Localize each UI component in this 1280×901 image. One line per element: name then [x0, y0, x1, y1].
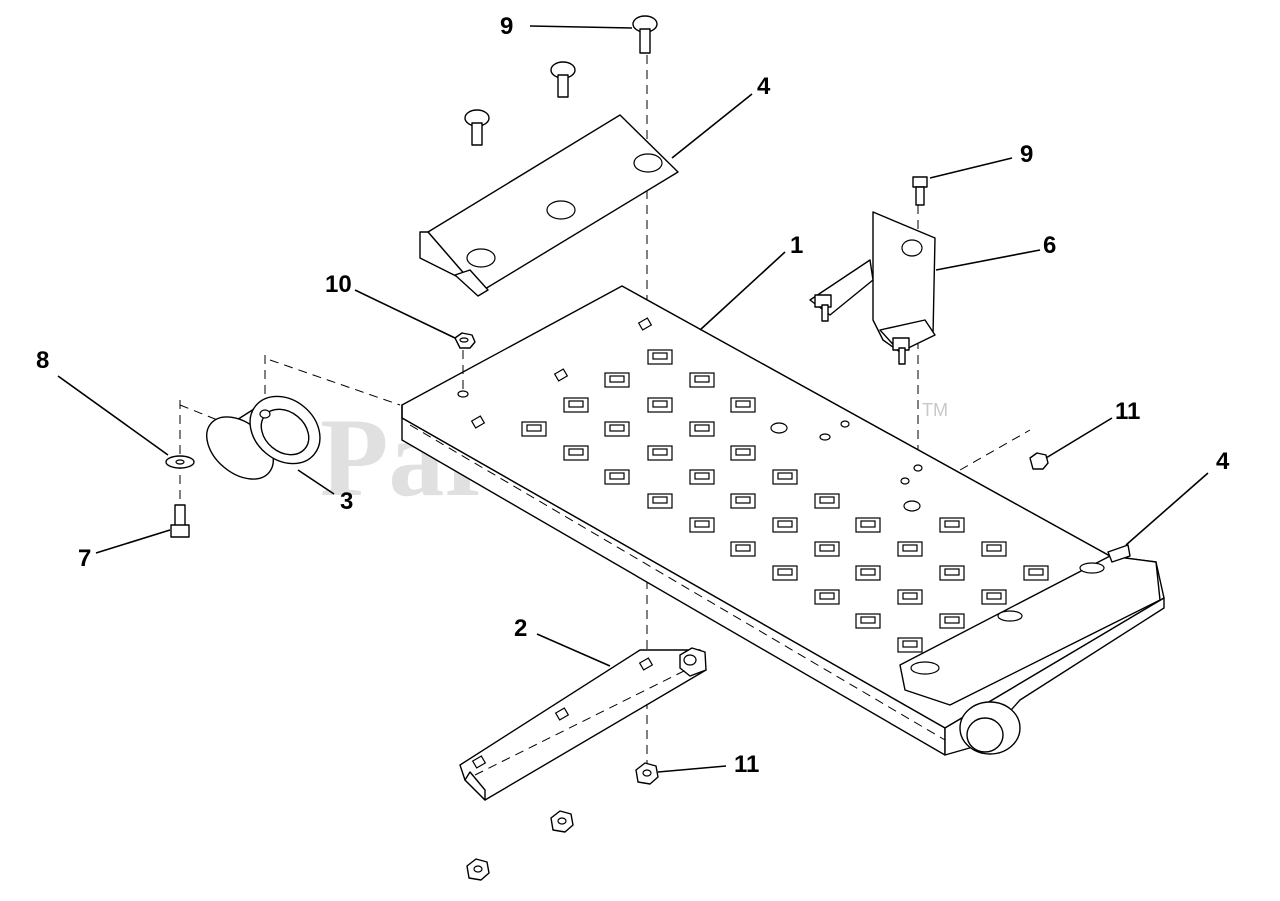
spacer-3 [206, 395, 321, 480]
carriage-bolt [550, 61, 576, 98]
callout-6: 6 [1043, 232, 1056, 259]
bolt-7 [170, 504, 190, 538]
locknut-10 [454, 332, 476, 349]
callout-2: 2 [514, 615, 527, 642]
nut [466, 858, 490, 881]
callout-1: 1 [790, 232, 803, 259]
carriage-bolt-9 [632, 15, 658, 54]
hex-bolt-9 [912, 176, 928, 206]
callout-4-top: 4 [757, 73, 771, 100]
callout-9-top: 9 [500, 13, 513, 40]
nut-11-right [1029, 452, 1049, 470]
callout-7: 7 [78, 545, 91, 572]
grip-pattern [521, 349, 1049, 653]
watermark-trademark: TM [922, 400, 948, 420]
axle-centerline [179, 359, 1031, 471]
deck-plate [401, 285, 1165, 756]
callout-11-right: 11 [1115, 398, 1140, 425]
callout-8: 8 [36, 347, 49, 374]
bracket-6 [809, 211, 936, 365]
callout-11-lower: 11 [734, 751, 759, 778]
callout-4-right: 4 [1216, 448, 1230, 475]
carriage-bolt [464, 109, 490, 146]
callout-10: 10 [325, 271, 352, 298]
callout-3: 3 [340, 488, 353, 515]
washer-8 [165, 455, 195, 469]
nut-11-lower [635, 762, 659, 785]
leader-lines [57, 25, 1209, 773]
bar-2 [459, 647, 707, 801]
callout-9-right: 9 [1020, 141, 1033, 168]
nut [550, 810, 574, 833]
callout-labels: 9 4 9 1 6 10 8 11 4 3 7 2 11 [36, 13, 1230, 778]
channel-bracket-top [419, 114, 679, 297]
